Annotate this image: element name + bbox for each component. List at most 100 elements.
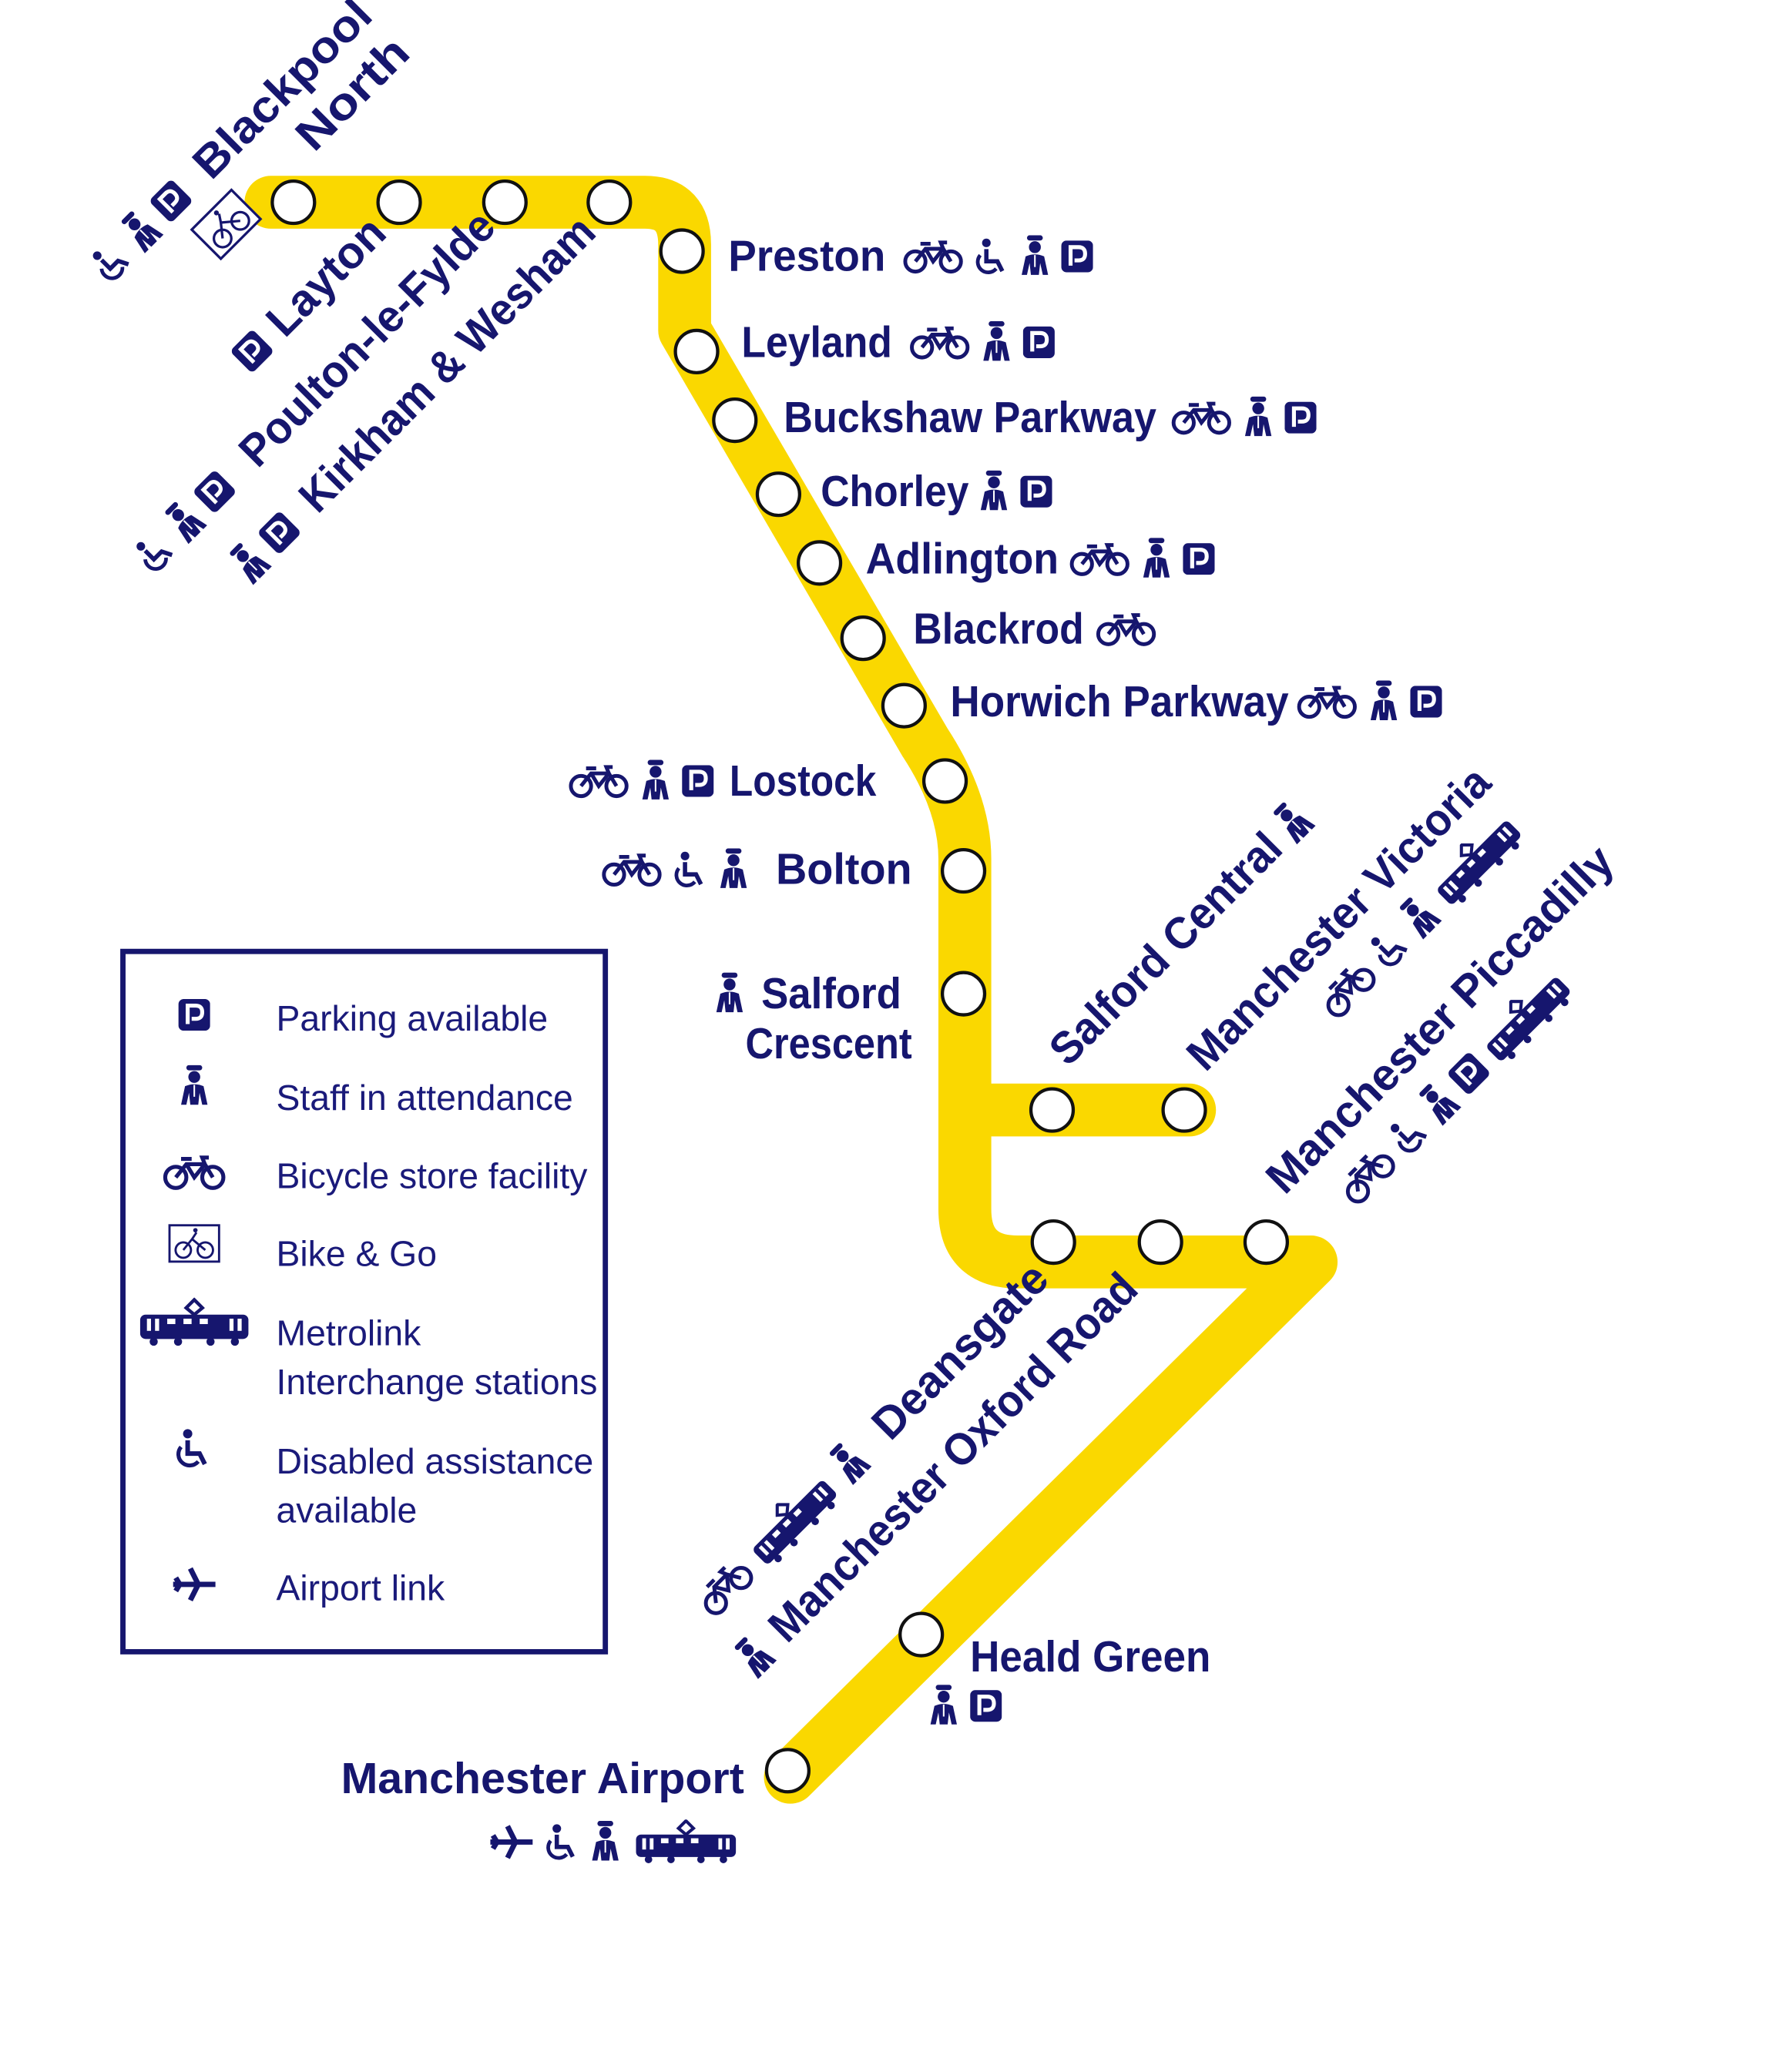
- legend-label-line-1: Disabled assistance: [277, 1441, 594, 1481]
- station-marker-manchester-victoria[interactable]: [1161, 1087, 1207, 1133]
- staff-icon: [929, 1685, 958, 1725]
- facility-icons: [729, 1631, 778, 1680]
- station-marker-poulton[interactable]: [482, 179, 528, 226]
- station-label[interactable]: Blackrod: [913, 605, 1083, 653]
- station-label[interactable]: Manchester Airport: [341, 1754, 744, 1802]
- facility-icons: [230, 329, 274, 374]
- parking-icon: [970, 1690, 1002, 1722]
- station-marker-oxford-road[interactable]: [1137, 1219, 1183, 1266]
- wheelchair-icon: [676, 852, 701, 886]
- wheelchair-icon: [88, 241, 129, 283]
- station-marker-heald-green[interactable]: [898, 1611, 945, 1658]
- bike-and-go-icon: [168, 1224, 220, 1263]
- station-marker-horwich[interactable]: [881, 682, 927, 729]
- staff-icon: [715, 972, 744, 1014]
- station-label-line-1[interactable]: Salford: [761, 969, 901, 1018]
- parking-icon: [179, 999, 210, 1031]
- station-marker-adlington[interactable]: [796, 540, 843, 586]
- facility-icons: [1299, 680, 1442, 722]
- parking-icon: [1446, 1051, 1491, 1096]
- station-label[interactable]: Chorley: [821, 467, 969, 515]
- facility-icons: [1267, 796, 1317, 846]
- station-marker-blackpool-north[interactable]: [270, 179, 317, 226]
- station-chorley: Chorley: [821, 467, 1052, 515]
- station-marker-leyland[interactable]: [673, 328, 720, 374]
- facility-icons: [1072, 538, 1214, 578]
- station-label[interactable]: Preston: [728, 232, 885, 280]
- station-marker-manchester-airport[interactable]: [764, 1748, 811, 1794]
- staff-icon: [1142, 538, 1171, 578]
- staff-icon: [1369, 680, 1398, 722]
- plane-icon: [490, 1826, 532, 1858]
- station-preston: Preston: [728, 232, 1093, 280]
- staff-icon: [982, 320, 1011, 362]
- legend-label: Bicycle store facility: [277, 1155, 589, 1195]
- station-marker-salford-central[interactable]: [1029, 1087, 1076, 1133]
- legend: Parking available Staff in attendance Bi…: [120, 948, 609, 1655]
- station-marker-layton[interactable]: [376, 179, 422, 226]
- parking-icon: [1410, 686, 1442, 717]
- station-label[interactable]: Adlington: [866, 535, 1059, 583]
- station-label[interactable]: Horwich Parkway: [950, 677, 1289, 726]
- tram-icon: [636, 1821, 737, 1863]
- staff-icon: [116, 206, 165, 254]
- station-adlington: Adlington: [866, 535, 1215, 583]
- station-marker-blackrod[interactable]: [840, 615, 886, 662]
- facility-icons: [86, 175, 195, 284]
- facility-icons: [604, 848, 748, 889]
- station-label[interactable]: Lostock: [730, 756, 877, 805]
- staff-icon: [1394, 891, 1443, 940]
- legend-label-line-2: available: [277, 1490, 418, 1530]
- station-buckshaw-parkway: Buckshaw Parkway: [784, 393, 1316, 441]
- bike-icon: [1299, 688, 1354, 717]
- bike-icon: [905, 243, 961, 272]
- station-marker-kirkham[interactable]: [586, 179, 633, 226]
- station-label[interactable]: Leyland: [741, 317, 892, 366]
- wheelchair-icon: [132, 532, 173, 574]
- parking-icon: [192, 469, 237, 514]
- station-horwich-parkway: Horwich Parkway: [950, 677, 1442, 726]
- station-marker-preston[interactable]: [659, 228, 705, 274]
- facility-icons: [224, 507, 304, 586]
- station-salford-central: Salford Central: [1039, 796, 1317, 1075]
- staff-icon: [641, 759, 670, 800]
- station-heald-green: Heald Green: [929, 1632, 1210, 1725]
- legend-label: Staff in attendance: [277, 1078, 573, 1118]
- station-label[interactable]: Heald Green: [970, 1632, 1210, 1681]
- station-marker-salford-crescent[interactable]: [940, 971, 987, 1017]
- wheelchair-icon: [978, 239, 1002, 273]
- station-lostock: Lostock: [571, 756, 877, 805]
- bike-icon: [1318, 960, 1378, 1020]
- station-marker-buckshaw[interactable]: [712, 397, 758, 444]
- legend-label: Airport link: [277, 1567, 446, 1608]
- station-marker-lostock[interactable]: [921, 758, 968, 804]
- station-bolton: Bolton: [604, 845, 912, 894]
- station-label[interactable]: Bolton: [776, 845, 912, 894]
- station-marker-chorley[interactable]: [755, 471, 801, 518]
- staff-icon: [979, 470, 1009, 511]
- station-marker-bolton[interactable]: [940, 847, 987, 894]
- staff-icon: [159, 496, 208, 545]
- staff-icon: [591, 1820, 619, 1862]
- staff-icon: [1413, 1078, 1462, 1127]
- station-label-line-2[interactable]: Crescent: [746, 1019, 912, 1068]
- legend-box: [120, 948, 609, 1655]
- station-marker-piccadilly[interactable]: [1243, 1219, 1289, 1266]
- station-manchester-airport: Manchester Airport: [341, 1754, 744, 1863]
- wheelchair-icon: [1367, 927, 1408, 969]
- legend-label-line-2: Interchange stations: [277, 1362, 598, 1402]
- station-salford-crescent: Salford Crescent: [715, 969, 912, 1068]
- rail-line: [244, 176, 1338, 1804]
- facility-icons: [715, 972, 744, 1014]
- bike-icon: [912, 328, 968, 357]
- staff-icon: [729, 1631, 778, 1680]
- station-marker-deansgate[interactable]: [1030, 1219, 1076, 1266]
- facility-icons: [1098, 615, 1153, 645]
- facility-icons: [929, 1685, 1002, 1725]
- staff-icon: [824, 1437, 873, 1487]
- station-label[interactable]: Buckshaw Parkway: [784, 393, 1156, 441]
- station-blackpool-north: Blackpool North: [82, 0, 419, 326]
- station-leyland: Leyland: [741, 317, 1055, 366]
- bike-icon: [1173, 404, 1229, 433]
